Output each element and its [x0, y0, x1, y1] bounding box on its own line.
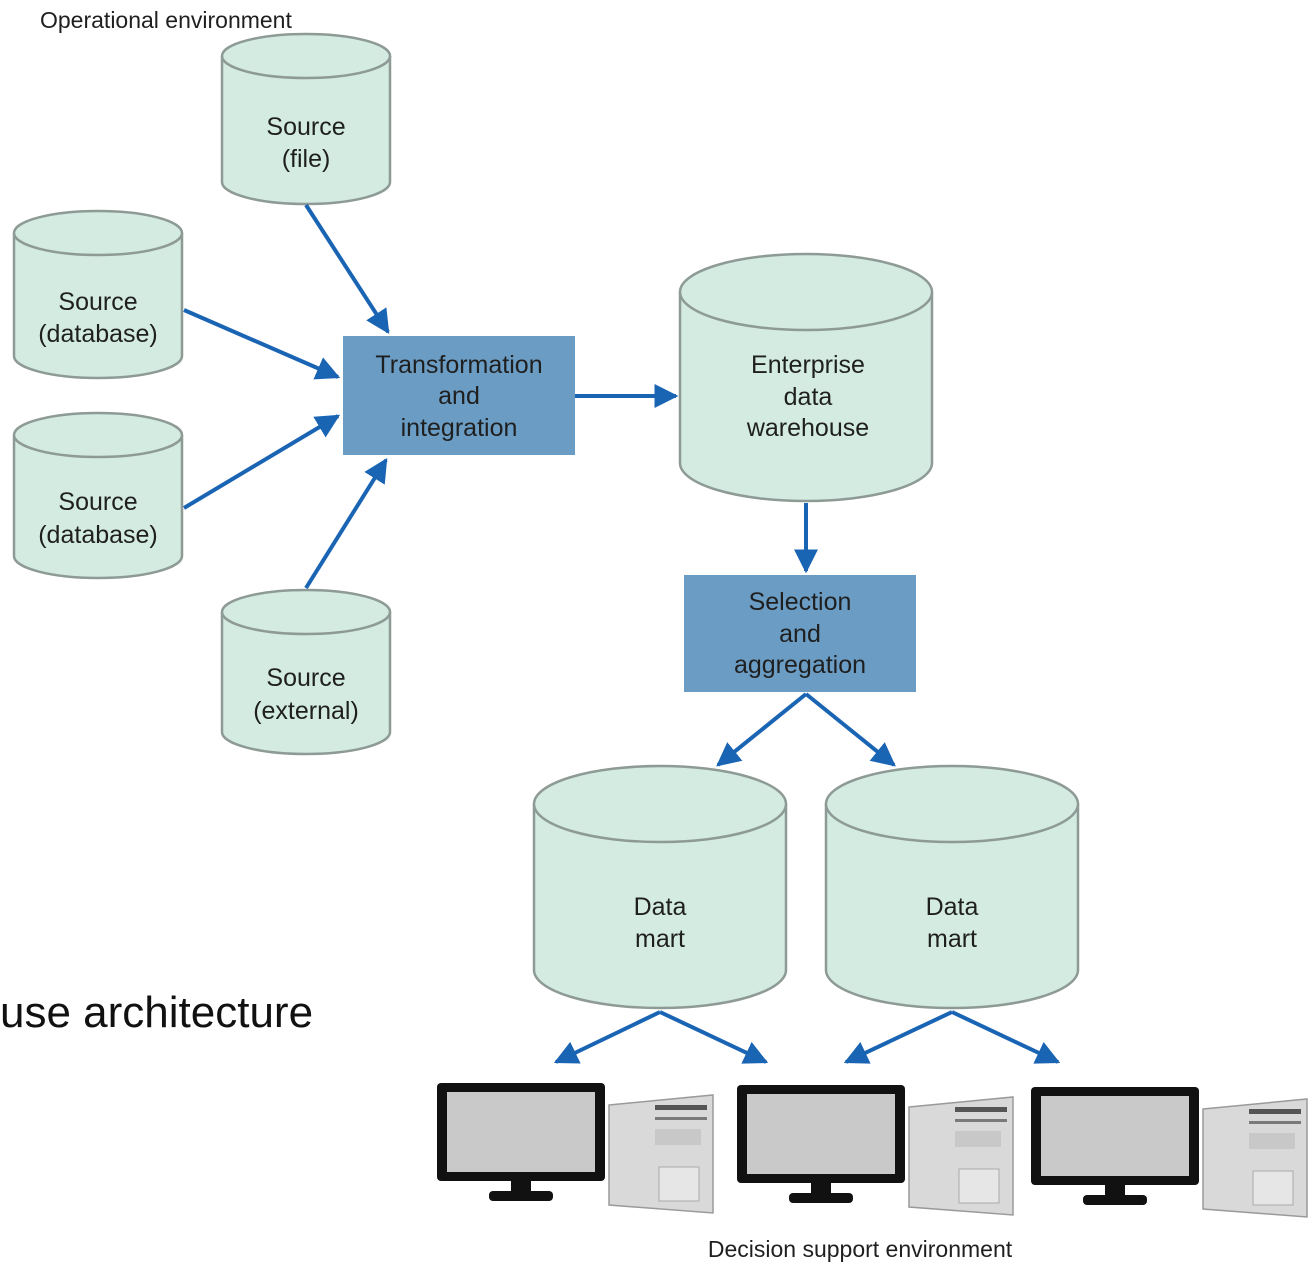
source-database-cylinder-2: Source (database)	[12, 411, 184, 580]
data-mart-cylinder-2: Data mart	[824, 764, 1080, 1010]
flow-arrows	[182, 203, 1061, 1064]
transformation-label-3: integration	[401, 414, 518, 442]
arrow-file-to-transform	[304, 203, 390, 335]
desktop-computer-icon	[737, 1085, 1014, 1216]
desktop-computer-icon	[437, 1083, 714, 1214]
operational-environment-label: Operational environment	[40, 7, 292, 33]
computers-group	[437, 1083, 1308, 1218]
source-database-cylinder-1: Source (database)	[12, 209, 184, 380]
selection-label-3: aggregation	[734, 651, 866, 679]
arrow-db2-to-transform	[182, 414, 341, 510]
source-external-label-1: Source	[266, 664, 345, 692]
source-file-label-1: Source	[266, 113, 345, 141]
arrow-external-to-transform	[304, 457, 388, 590]
arrow-mart1-to-pc1	[553, 1010, 661, 1064]
source-external-cylinder: Source (external)	[220, 588, 392, 756]
decision-support-environment-label: Decision support environment	[708, 1236, 1013, 1262]
data-mart-1-label-2: mart	[635, 925, 685, 953]
arrow-mart2-to-pc3	[951, 1010, 1061, 1064]
enterprise-data-warehouse-cylinder: Enterprise data warehouse	[678, 252, 934, 503]
slide-caption-fragment: use architecture	[0, 988, 314, 1037]
transformation-label-1: Transformation	[375, 351, 542, 379]
warehouse-label-3: warehouse	[746, 414, 869, 442]
arrow-selection-to-mart1	[716, 692, 808, 767]
source-database-1-label-1: Source	[58, 288, 137, 316]
arrow-mart1-to-pc2	[659, 1010, 769, 1064]
arrow-selection-to-mart2	[804, 692, 896, 767]
desktop-computer-icon	[1031, 1087, 1308, 1218]
source-database-2-label-1: Source	[58, 488, 137, 516]
arrow-mart2-to-pc2	[843, 1010, 953, 1064]
selection-label-1: Selection	[749, 588, 852, 616]
source-database-2-label-2: (database)	[38, 521, 158, 549]
source-database-1-label-2: (database)	[38, 320, 158, 348]
transformation-label-2: and	[438, 382, 480, 410]
source-external-label-2: (external)	[253, 697, 359, 725]
selection-label-2: and	[779, 620, 821, 648]
source-file-label-2: (file)	[282, 145, 331, 173]
selection-aggregation-box: Selection and aggregation	[684, 575, 916, 692]
source-file-cylinder: Source (file)	[220, 32, 392, 206]
transformation-integration-box: Transformation and integration	[343, 336, 575, 455]
data-mart-cylinder-1: Data mart	[532, 764, 788, 1010]
data-mart-2-label-2: mart	[927, 925, 977, 953]
data-mart-2-label-1: Data	[926, 893, 979, 921]
arrow-db1-to-transform	[183, 308, 341, 380]
data-mart-1-label-1: Data	[634, 893, 687, 921]
warehouse-label-2: data	[784, 383, 833, 411]
warehouse-label-1: Enterprise	[751, 351, 865, 379]
